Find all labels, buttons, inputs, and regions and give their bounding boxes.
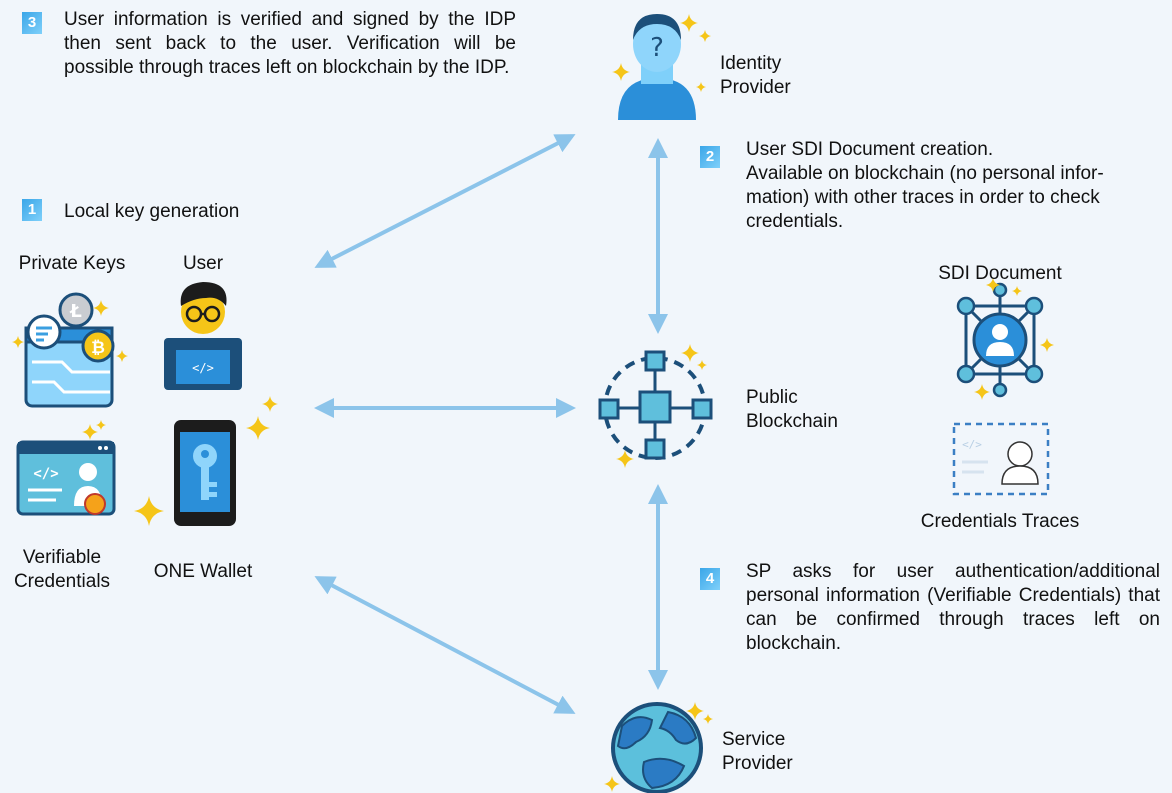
identity-provider-label: Identity Provider — [720, 53, 791, 98]
step-badge-2: 2 — [700, 146, 720, 168]
user-avatar: </> — [164, 282, 242, 390]
step-badge-3: 3 — [22, 12, 42, 34]
sdi-document-icon — [956, 278, 1054, 400]
blockchain-icon — [598, 344, 713, 468]
verifiable-credentials-label: Verifiable Credentials — [13, 547, 111, 592]
private-keys-label: Private Keys — [18, 253, 126, 274]
identity-provider-icon: ? — [612, 14, 711, 120]
svg-text:</>: </> — [192, 361, 214, 375]
user-label: User — [182, 253, 224, 274]
one-wallet-label: ONE Wallet — [153, 561, 253, 582]
svg-text:</>: </> — [962, 438, 982, 451]
service-provider-label: Service Provider — [722, 729, 793, 774]
svg-text:Ł: Ł — [69, 301, 82, 322]
step-badge-4: 4 — [700, 568, 720, 590]
svg-text:</>: </> — [33, 466, 58, 482]
sdi-document-label: SDI Document — [938, 263, 1062, 284]
step-text-4: SP asks for user authentication/addition… — [746, 561, 1160, 654]
step-text-1: Local key generation — [64, 201, 240, 222]
credentials-traces-label: Credentials Traces — [920, 511, 1080, 532]
svg-text:₿: ₿ — [91, 338, 105, 358]
step-badge-1: 1 — [22, 199, 42, 221]
svg-text:?: ? — [650, 33, 664, 63]
private-keys-icon: Ł ₿ — [12, 292, 128, 408]
step-text-3: User information is verified and signed … — [64, 9, 516, 78]
step-text-2: User SDI Document creation. Available on… — [746, 139, 1104, 232]
one-wallet-icon — [134, 396, 278, 526]
arrow-user-idp — [314, 134, 576, 268]
public-blockchain-label: Public Blockchain — [746, 387, 838, 432]
credentials-traces-icon: </> — [952, 422, 1050, 496]
globe-icon — [604, 702, 713, 793]
verifiable-credentials-icon: </> — [16, 420, 116, 516]
arrow-user-sp — [314, 576, 576, 714]
